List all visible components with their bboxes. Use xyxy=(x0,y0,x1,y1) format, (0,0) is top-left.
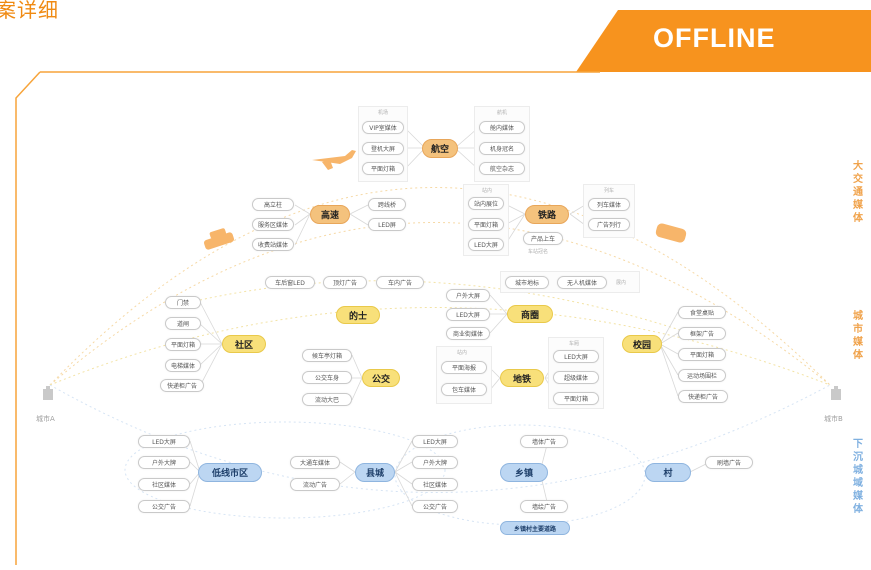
business-item: 户外大屏 xyxy=(446,289,490,302)
highway-item: 收费站媒体 xyxy=(252,238,294,251)
taxi-item: 车后窗LED xyxy=(265,276,315,289)
highway-item: LED屏 xyxy=(368,218,406,231)
railway-train-item: 广告列行 xyxy=(588,218,630,231)
city-b-building-icon xyxy=(831,386,841,400)
campus-item: 平面灯箱 xyxy=(678,348,726,361)
page-title: 案详细 xyxy=(0,0,59,22)
railway-station-item: 平面灯箱 xyxy=(468,218,504,231)
aviation-aircraft-item: 舱内媒体 xyxy=(479,121,525,134)
group-station-label: 站内 xyxy=(482,188,493,194)
community-item: 快递柜广告 xyxy=(160,379,204,392)
aviation-aircraft-item: 航空杂志 xyxy=(479,162,525,175)
taxi-item: 车内广告 xyxy=(376,276,424,289)
group-train-label: 列车 xyxy=(604,188,615,194)
hub-metro: 地铁 xyxy=(500,369,544,387)
hub-county: 县城 xyxy=(355,463,395,482)
low-tier-city-item: LED大屏 xyxy=(138,435,190,448)
side-label-urban: 城市媒体 xyxy=(853,311,863,361)
business-top-faint: 展内 xyxy=(616,280,627,286)
bus-item: 公交车身 xyxy=(302,371,352,384)
county-item: 流动广告 xyxy=(290,478,340,491)
aviation-airport-item: VIP室媒体 xyxy=(362,121,404,134)
railway-extra-item: 产品上车 xyxy=(523,232,563,245)
county-item: 公交广告 xyxy=(412,500,458,513)
business-top-item: 无人机媒体 xyxy=(557,276,607,289)
aviation-airport-item: 登机大屏 xyxy=(362,142,404,155)
hub-town-road: 乡镇村主要道路 xyxy=(500,521,570,535)
metro-item: 平面海报 xyxy=(441,361,487,374)
city-a-label: 城市A xyxy=(36,415,55,423)
county-item: 社区媒体 xyxy=(412,478,458,491)
group-carriage-label: 车厢 xyxy=(569,341,580,347)
campus-item: 运动场围栏 xyxy=(678,369,726,382)
highway-item: 高立柱 xyxy=(252,198,294,211)
urban-arcs xyxy=(49,280,831,386)
railway-extra-faint: 车站冠名 xyxy=(528,249,549,255)
county-item: 户外大牌 xyxy=(412,456,458,469)
hub-village: 村 xyxy=(645,463,691,482)
train-icon xyxy=(655,223,687,243)
bus-item: 候车亭灯箱 xyxy=(302,349,352,362)
hub-business: 商圈 xyxy=(507,305,553,323)
offline-badge: OFFLINE xyxy=(576,10,871,72)
bus-item: 流动大巴 xyxy=(302,393,352,406)
campus-item: 框架广告 xyxy=(678,327,726,340)
hub-railway: 铁路 xyxy=(525,205,569,224)
group-subway-label: 站内 xyxy=(457,350,468,356)
low-tier-city-item: 户外大牌 xyxy=(138,456,190,469)
community-item: 电梯媒体 xyxy=(165,359,201,372)
car-icon xyxy=(203,228,235,250)
transport-arcs xyxy=(49,187,831,386)
railway-station-item: 站内展位 xyxy=(468,197,504,210)
group-airport-label: 机场 xyxy=(378,110,389,116)
metro-item: LED大屏 xyxy=(553,350,599,363)
town-item: 墙绘广告 xyxy=(520,500,568,513)
hub-taxi: 的士 xyxy=(336,306,380,324)
community-item: 道闸 xyxy=(165,317,201,330)
city-a-building-icon xyxy=(43,386,53,400)
town-item: 墙体广告 xyxy=(520,435,568,448)
city-b-label: 城市B xyxy=(824,415,843,423)
highway-item: 跨线桥 xyxy=(368,198,406,211)
aviation-aircraft-item: 机身冠名 xyxy=(479,142,525,155)
frame-border xyxy=(15,71,600,565)
highway-item: 服务区媒体 xyxy=(252,218,294,231)
metro-item: 平面灯箱 xyxy=(553,392,599,405)
business-top-item: 城市地标 xyxy=(505,276,549,289)
hub-campus: 校园 xyxy=(622,335,662,353)
low-tier-city-item: 社区媒体 xyxy=(138,478,190,491)
county-item: LED大屏 xyxy=(412,435,458,448)
metro-item: 超级媒体 xyxy=(553,371,599,384)
hub-highway: 高速 xyxy=(310,205,350,224)
community-item: 平面灯箱 xyxy=(165,338,201,351)
hub-low-tier-city: 低线市区 xyxy=(198,463,262,482)
campus-item: 食堂桌贴 xyxy=(678,306,726,319)
hub-community: 社区 xyxy=(222,335,266,353)
side-label-transport: 大交通媒体 xyxy=(853,161,863,224)
hub-aviation: 航空 xyxy=(422,139,458,158)
hub-town: 乡镇 xyxy=(500,463,548,482)
metro-item: 包车媒体 xyxy=(441,383,487,396)
railway-station-item: LED大屏 xyxy=(468,238,504,251)
business-item: LED大屏 xyxy=(446,308,490,321)
campus-item: 快递柜广告 xyxy=(678,390,728,403)
low-tier-city-item: 公交广告 xyxy=(138,500,190,513)
hub-bus: 公交 xyxy=(362,369,400,387)
aviation-airport-item: 平面灯箱 xyxy=(362,162,404,175)
side-label-sinking: 下沉城域媒体 xyxy=(853,439,863,515)
railway-train-item: 列车媒体 xyxy=(588,198,630,211)
county-item: 大通车媒体 xyxy=(290,456,340,469)
airplane-icon xyxy=(312,150,356,170)
group-aircraft-label: 航机 xyxy=(497,110,508,116)
taxi-item: 顶灯广告 xyxy=(323,276,367,289)
offline-label: OFFLINE xyxy=(653,23,776,53)
business-item: 商业街媒体 xyxy=(446,327,490,340)
village-item: 刷墙广告 xyxy=(705,456,753,469)
community-item: 门禁 xyxy=(165,296,201,309)
